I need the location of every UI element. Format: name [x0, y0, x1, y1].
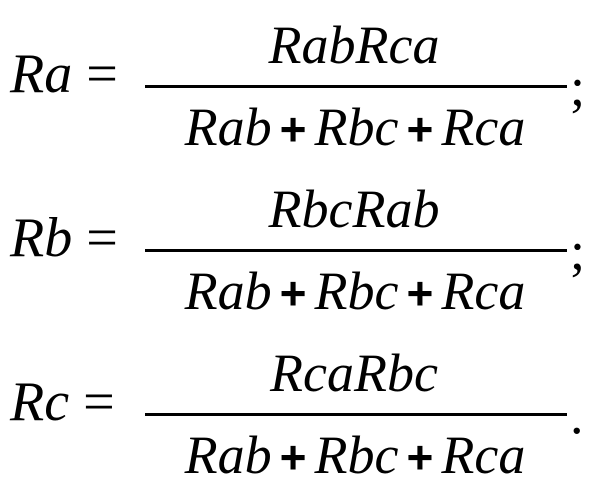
formula-rc: Rc= RcaRbc Rab+Rbc+Rca .	[0, 340, 600, 490]
plus-sign: +	[406, 103, 434, 155]
fraction-numerator: RabRca	[268, 15, 440, 75]
formula-ra: Ra= RabRca Rab+Rbc+Rca ;	[0, 12, 600, 162]
equals-sign: =	[86, 43, 118, 105]
denominator-term: Rab	[184, 97, 272, 157]
plus-sign: +	[406, 431, 434, 483]
plus-sign: +	[406, 267, 434, 319]
plus-sign: +	[279, 267, 307, 319]
denominator-term: Rab	[184, 425, 272, 485]
formula-rb: Rb= RbcRab Rab+Rbc+Rca ;	[0, 176, 600, 326]
lhs-variable: Ra	[10, 43, 73, 105]
fraction-denominator: Rab+Rbc+Rca	[140, 100, 570, 154]
trailing-punctuation: ;	[570, 57, 586, 117]
denominator-term: Rca	[441, 425, 526, 485]
equals-sign: =	[86, 207, 118, 269]
equals-sign: =	[83, 371, 115, 433]
fraction-denominator: Rab+Rbc+Rca	[140, 428, 570, 482]
trailing-punctuation: .	[570, 385, 584, 445]
formula-lhs: Rb=	[10, 210, 118, 266]
fraction-denominator: Rab+Rbc+Rca	[140, 264, 570, 318]
fraction-numerator: RbcRab	[268, 179, 440, 239]
denominator-term: Rbc	[314, 261, 399, 321]
formula-lhs: Ra=	[10, 46, 118, 102]
plus-sign: +	[279, 431, 307, 483]
lhs-variable: Rc	[10, 371, 70, 433]
fraction-bar	[145, 413, 567, 416]
fraction-numerator: RcaRbc	[270, 343, 438, 403]
denominator-term: Rca	[441, 97, 526, 157]
denominator-term: Rab	[184, 261, 272, 321]
trailing-punctuation: ;	[570, 221, 586, 281]
denominator-term: Rbc	[314, 97, 399, 157]
denominator-term: Rbc	[314, 425, 399, 485]
denominator-term: Rca	[441, 261, 526, 321]
lhs-variable: Rb	[10, 207, 73, 269]
fraction-bar	[145, 249, 567, 252]
fraction-bar	[145, 85, 567, 88]
formula-lhs: Rc=	[10, 374, 115, 430]
plus-sign: +	[279, 103, 307, 155]
